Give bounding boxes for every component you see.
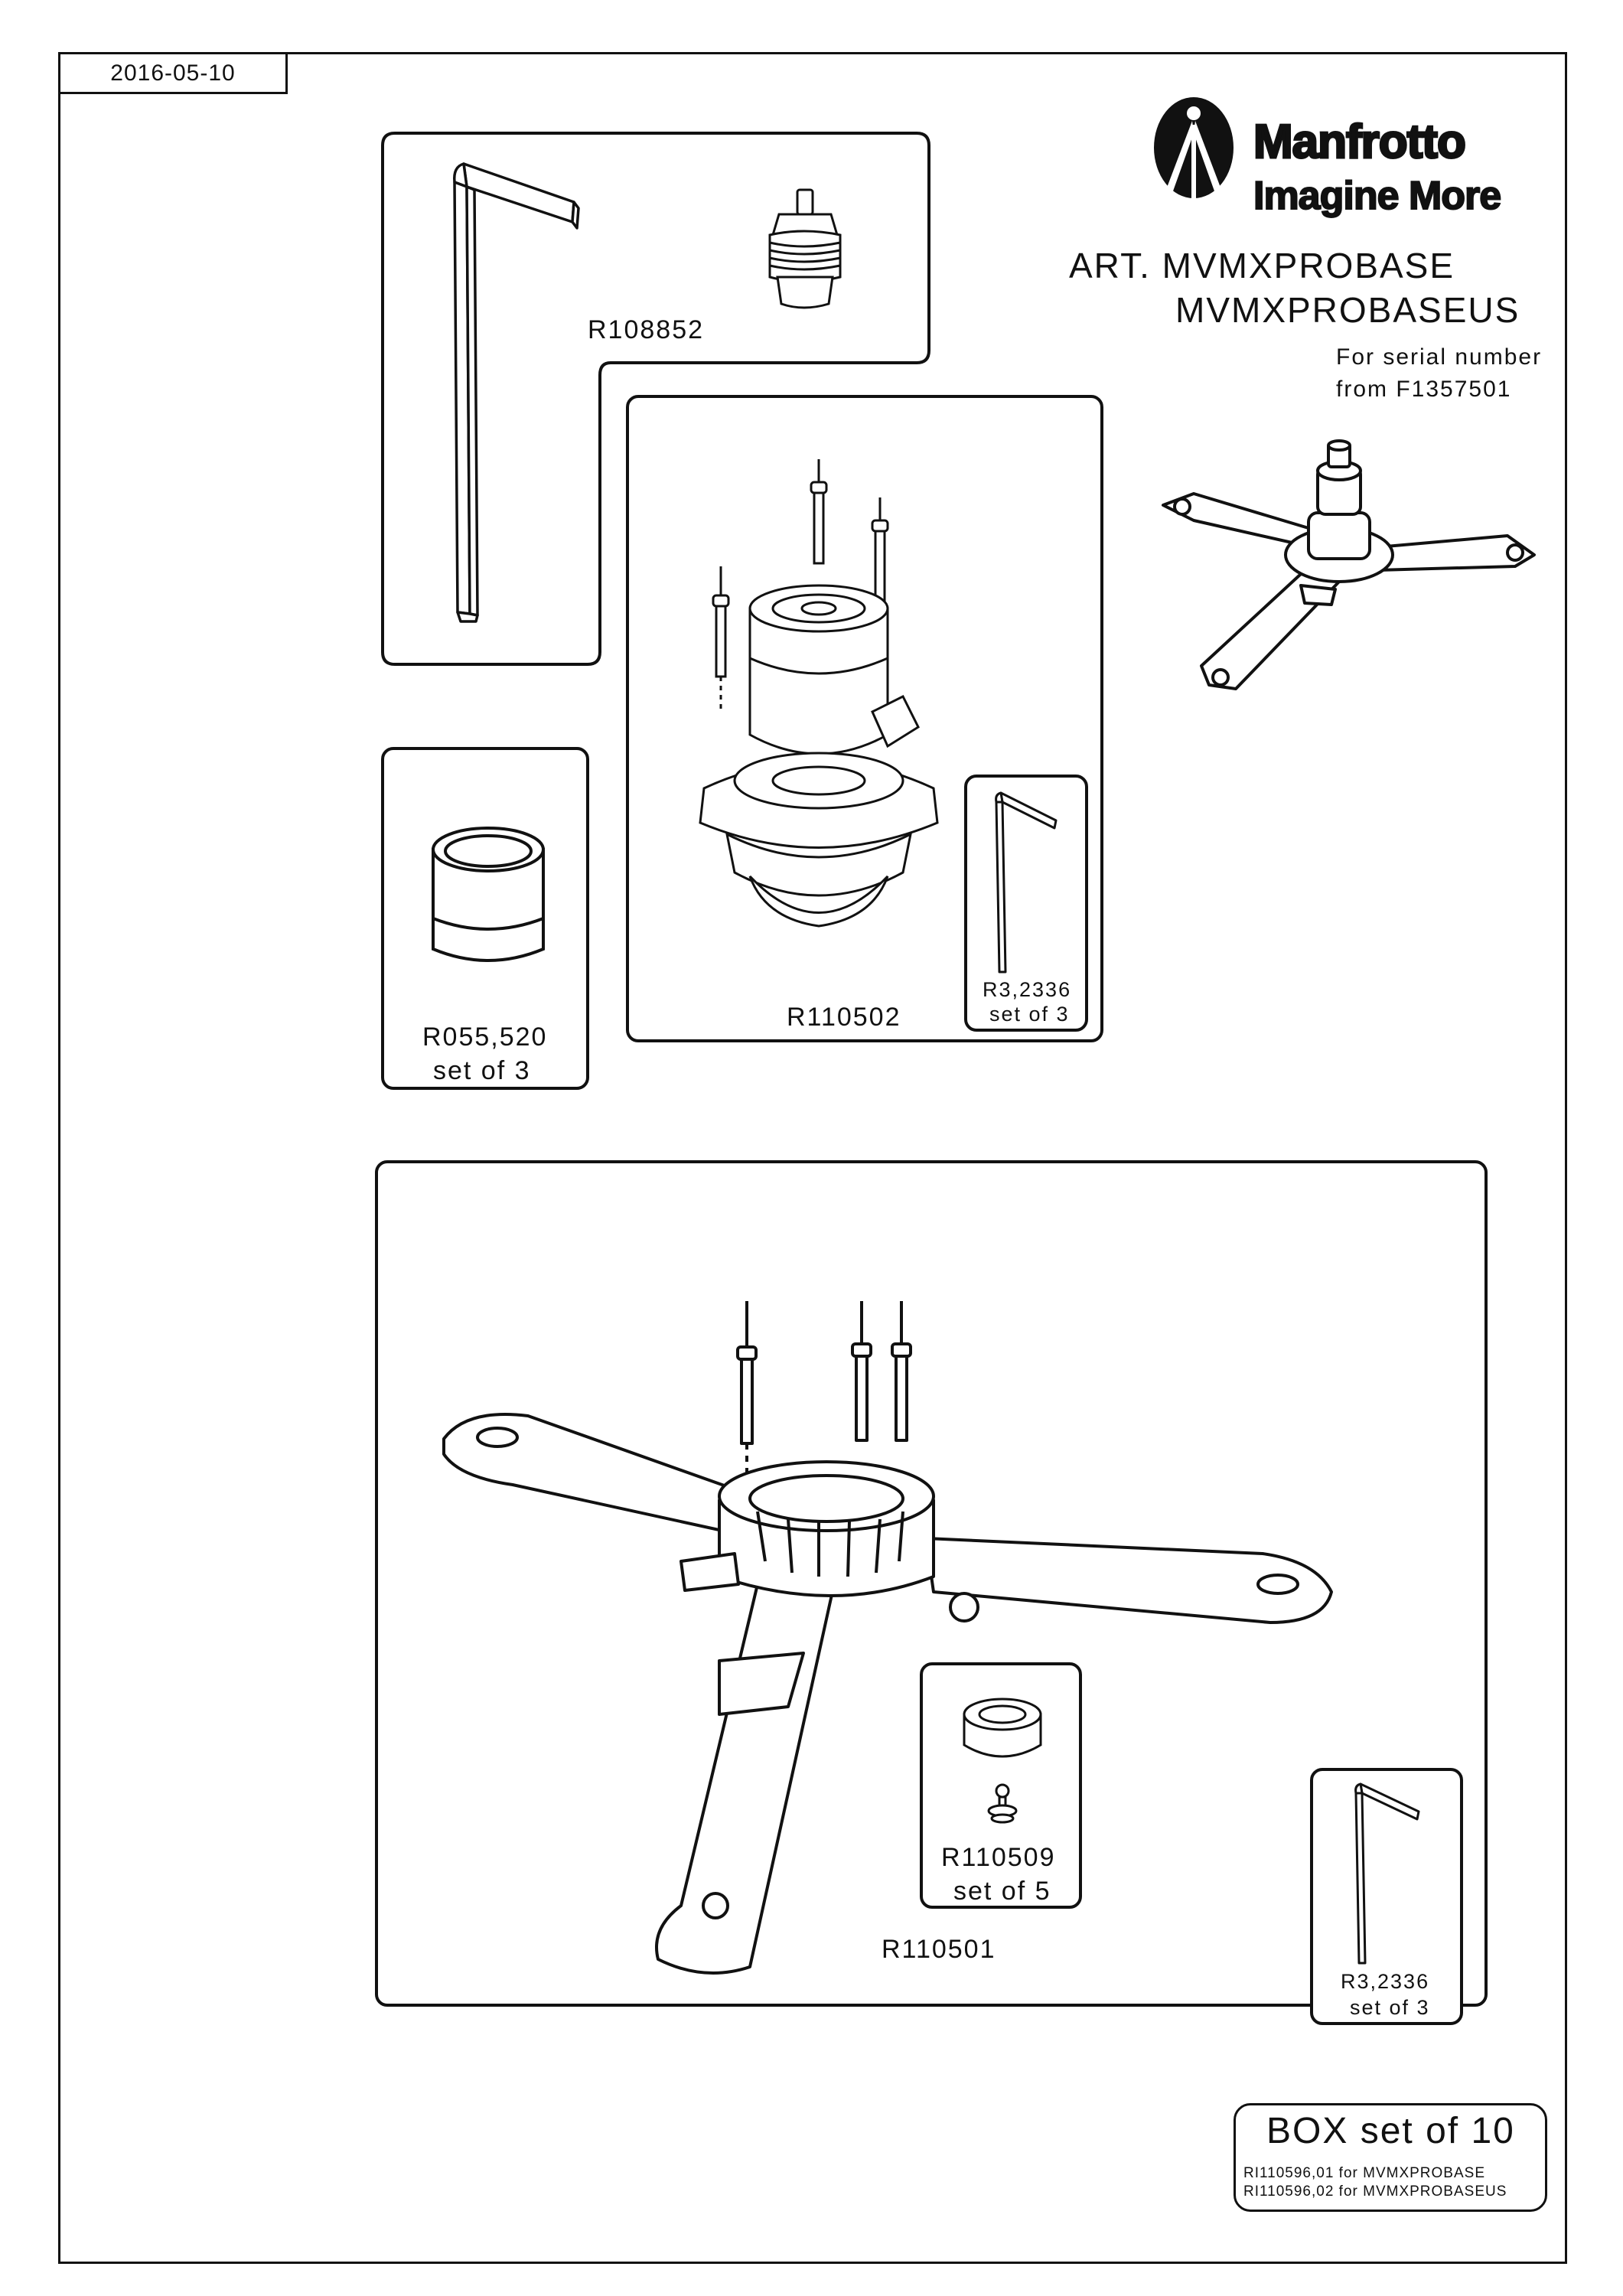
box-hex-key-small-upper xyxy=(964,775,1088,1032)
part-code-r110502: R110502 xyxy=(787,1003,901,1032)
adapter-illustration xyxy=(963,1698,1042,1824)
brand-name: Manfrotto xyxy=(1253,115,1468,170)
part-qty-r32336-lower: set of 3 xyxy=(1350,1996,1430,2019)
part-code-r110501: R110501 xyxy=(882,1935,996,1964)
head-assembly-illustration xyxy=(699,459,939,928)
box-set-ref-1: RI110596,01 for MVMXPROBASE xyxy=(1243,2165,1485,2181)
part-qty-r055520: set of 3 xyxy=(433,1056,531,1085)
small-hex-key-upper-illustration xyxy=(995,791,1058,974)
box-set-ref-2: RI110596,02 for MVMXPROBASEUS xyxy=(1243,2183,1507,2200)
part-code-r32336-upper: R3,2336 xyxy=(983,978,1072,1001)
page-border xyxy=(58,52,1567,2264)
box-hex-key-small-lower xyxy=(1310,1768,1463,2025)
box-set-title: BOX set of 10 xyxy=(1266,2111,1515,2151)
serial-line-1: For serial number xyxy=(1336,344,1543,370)
part-qty-r110509: set of 5 xyxy=(953,1877,1051,1906)
article-line-1: ART. MVMXPROBASE xyxy=(1069,246,1455,285)
part-code-r110509: R110509 xyxy=(941,1843,1056,1872)
box-hex-key-large xyxy=(381,132,930,666)
manfrotto-emblem-icon xyxy=(1154,97,1234,201)
assembled-base-illustration xyxy=(1162,439,1536,690)
base-assembly-illustration xyxy=(442,1301,1333,1975)
manfrotto-logo: Manfrotto Imagine More xyxy=(1146,90,1559,228)
part-code-r32336-lower: R3,2336 xyxy=(1341,1970,1430,1993)
part-code-r055520: R055,520 xyxy=(422,1022,548,1052)
article-line-2: MVMXPROBASEUS xyxy=(1175,290,1520,330)
brand-tagline: Imagine More xyxy=(1253,173,1502,219)
part-code-r108852: R108852 xyxy=(588,315,705,344)
small-hex-key-lower-illustration xyxy=(1354,1782,1420,1965)
date-text: 2016-05-10 xyxy=(110,60,236,86)
box-set-panel: BOX set of 10 RI110596,01 for MVMXPROBAS… xyxy=(1234,2103,1547,2212)
part-qty-r32336-upper: set of 3 xyxy=(989,1003,1070,1026)
serial-line-2: from F1357501 xyxy=(1336,377,1512,402)
rubber-foot-illustration xyxy=(432,827,545,962)
date-box: 2016-05-10 xyxy=(58,52,288,94)
